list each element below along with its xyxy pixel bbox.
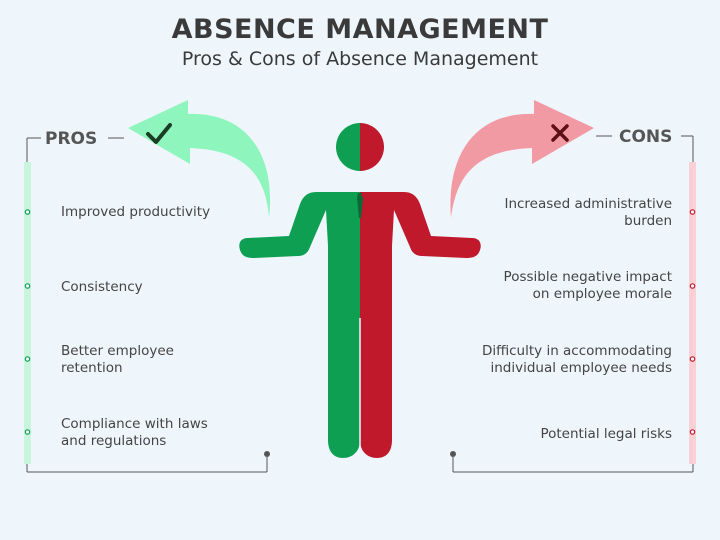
cons-item: Possible negative impact on employee mor… (503, 269, 672, 302)
cons-bullets (689, 209, 696, 435)
cons-frame-end-dot (450, 451, 456, 457)
pros-item: Improved productivity (61, 204, 211, 220)
pros-bullet (24, 209, 31, 215)
cons-item: Difficulty in accommodating individual e… (481, 343, 672, 376)
page-title: ABSENCE MANAGEMENT (171, 14, 549, 45)
cons-frame (452, 135, 694, 473)
cons-bullet (689, 429, 696, 435)
cons-label: CONS (619, 127, 673, 147)
pros-frame-end-dot (264, 451, 270, 457)
person-figure-cons-half (360, 123, 481, 458)
cons-item: Increased administrative burden (504, 196, 672, 229)
pros-bullets (24, 209, 31, 435)
collar-dot (361, 192, 367, 198)
page-subtitle: Pros & Cons of Absence Management (181, 48, 539, 70)
person-figure-pros-half (239, 123, 360, 458)
cross-icon (551, 124, 569, 142)
pros-item: Consistency (61, 279, 143, 295)
check-icon (146, 123, 172, 144)
tie (357, 193, 363, 218)
pros-side-bar (24, 162, 31, 464)
pros-bullet (24, 283, 31, 289)
cons-bullet (689, 209, 696, 215)
cons-item: Potential legal risks (540, 426, 672, 442)
cons-bullet (689, 356, 696, 362)
pros-arrow (128, 100, 271, 218)
cons-side-bar (689, 162, 696, 464)
pros-bullet (24, 429, 31, 435)
pros-bullet (24, 356, 31, 362)
pros-item: Better employee retention (61, 343, 174, 376)
pros-label: PROS (45, 129, 98, 149)
pros-item: Compliance with laws and regulations (61, 416, 208, 449)
cons-bullet (689, 283, 696, 289)
